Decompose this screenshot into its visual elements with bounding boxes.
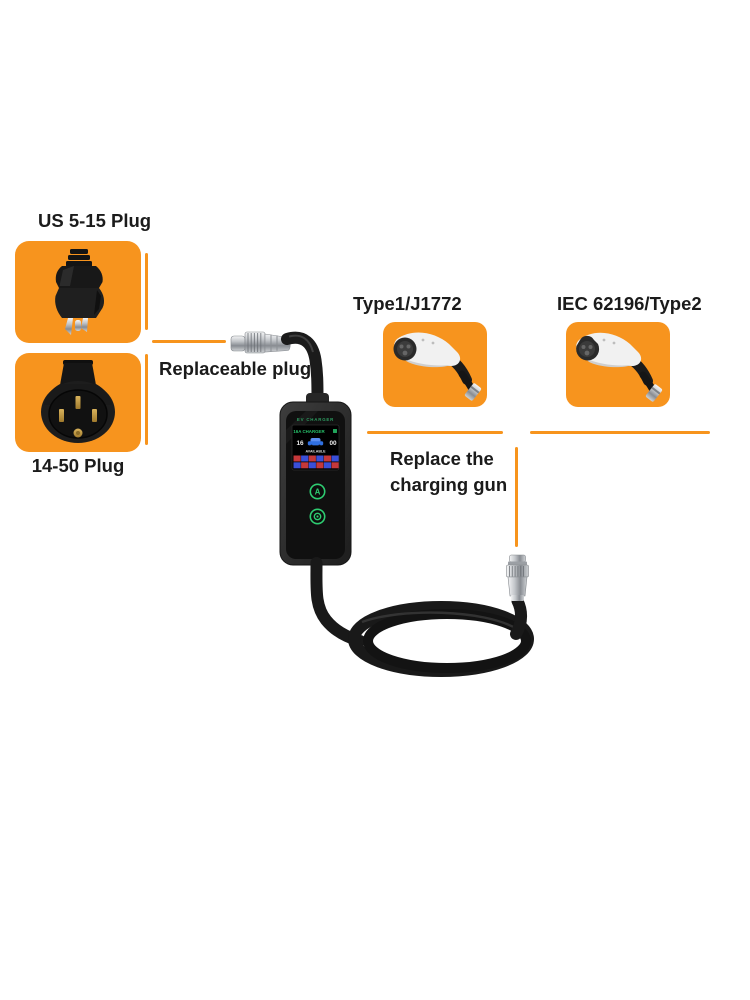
label-type1-j1772: Type1/J1772 (353, 293, 462, 314)
bottom-cable-coil (310, 557, 534, 677)
callout-line-vertical-1 (145, 253, 148, 330)
device-brand-text: EV CHARGER (297, 417, 334, 422)
us-plug-illustration (55, 249, 105, 335)
type2-gun-metal-tip (645, 384, 663, 402)
callout-line-to-gun-connector (515, 447, 518, 547)
label-us-5-15-plug: US 5-15 Plug (38, 210, 152, 231)
replaceable-plug-connector (230, 331, 291, 354)
nema-14-50-plug-image (41, 360, 115, 443)
plug-box-14-50 (15, 353, 141, 452)
replace-gun-text-line2: charging gun (390, 474, 508, 495)
label-replaceable-plug: Replaceable plug (159, 358, 312, 379)
type1-charging-gun-image (393, 332, 482, 401)
callout-line-to-plug-connector (152, 340, 226, 343)
callout-line-under-type2 (530, 431, 710, 434)
type2-charging-gun-image (576, 332, 663, 402)
label-replace-charging-gun: Replace the charging gun (390, 446, 507, 498)
gun-box-type1 (383, 322, 487, 407)
gun-box-type2 (566, 322, 670, 407)
type2-gun-illustration (576, 332, 663, 402)
screen-current-value: 16 (296, 440, 304, 447)
label-14-50-plug: 14-50 Plug (31, 455, 125, 476)
car-icon (307, 438, 324, 447)
plug-box-us-5-15 (15, 241, 141, 343)
type1-gun-illustration (393, 332, 482, 401)
button-a[interactable]: A (309, 483, 326, 500)
callout-line-vertical-2 (145, 354, 148, 445)
screen-title: 16A CHARGER (293, 429, 325, 434)
device-screen: 16A CHARGER 16 00 AVAILABLE (291, 424, 340, 471)
charging-gun-connector (506, 554, 529, 601)
callout-line-under-type1 (367, 431, 503, 434)
us-5-15-plug-image (55, 249, 105, 335)
screen-right-value: 00 (329, 440, 337, 447)
screen-status-text: AVAILABLE (305, 450, 326, 454)
top-cable (281, 331, 324, 406)
charger-body: EV CHARGER 16A CHARGER 16 00 AVAILABLE (279, 393, 352, 566)
screen-data-grid (293, 455, 339, 469)
nema-plug-illustration (41, 360, 115, 443)
button-a-glyph: A (315, 488, 321, 497)
type1-gun-metal-tip (464, 383, 482, 401)
replace-gun-text-line1: Replace the (390, 448, 494, 469)
power-button[interactable] (309, 508, 326, 525)
label-iec-62196-type2: IEC 62196/Type2 (557, 293, 702, 314)
ev-charger-device: EV CHARGER 16A CHARGER 16 00 AVAILABLE (230, 331, 534, 677)
